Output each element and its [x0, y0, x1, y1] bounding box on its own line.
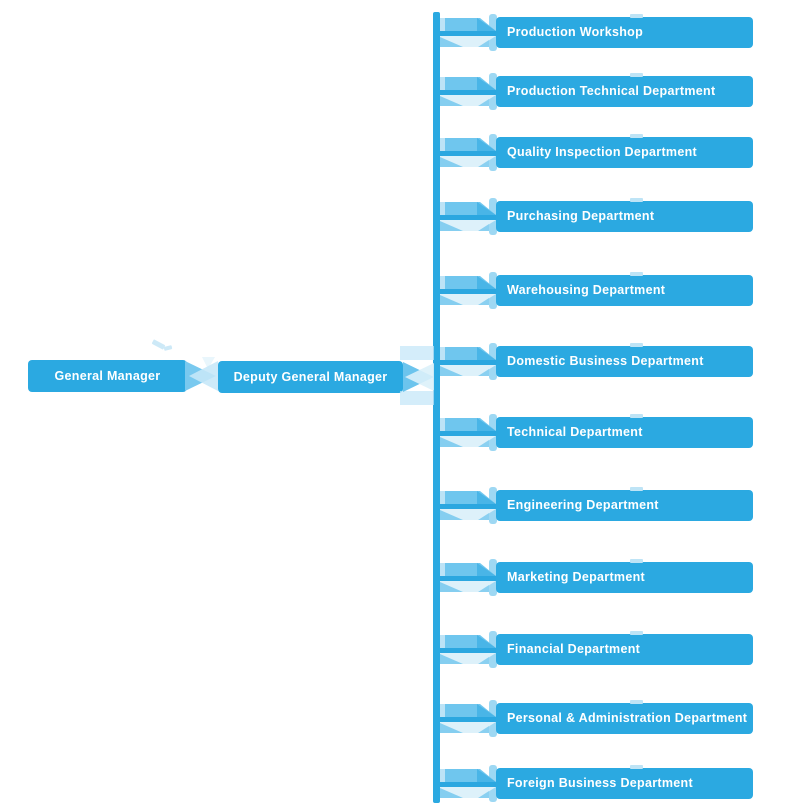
department-node: Technical Department: [496, 414, 762, 451]
connector-arrow-icon: [440, 631, 497, 668]
notch-decor: [629, 487, 643, 491]
connector-arrow-icon: [440, 700, 497, 737]
department-row: Warehousing Department: [433, 272, 773, 309]
connector-arrow-icon: [440, 414, 497, 451]
department-row: Production Technical Department: [433, 73, 773, 110]
department-node: Domestic Business Department: [496, 343, 762, 380]
department-row: Technical Department: [433, 414, 773, 451]
connector-arrow-icon: [185, 357, 218, 391]
department-node: Warehousing Department: [496, 272, 762, 309]
underline-decor: [554, 232, 757, 235]
connector-arrow-icon: [440, 73, 497, 110]
department-row: Financial Department: [433, 631, 773, 668]
department-node: Marketing Department: [496, 559, 762, 596]
notch-decor: [629, 559, 643, 563]
connector-arrow-icon: [440, 198, 497, 235]
department-node: Financial Department: [496, 631, 762, 668]
department-label: Quality Inspection Department: [507, 145, 697, 159]
connector-arrow-icon: [440, 14, 497, 51]
department-row: Production Workshop: [433, 14, 773, 51]
department-label: Technical Department: [507, 425, 643, 439]
department-node: Production Technical Department: [496, 73, 762, 110]
connector-arrow-icon: [440, 487, 497, 524]
department-label: Financial Department: [507, 642, 641, 656]
trunk-line: [433, 12, 440, 803]
underline-decor: [554, 799, 757, 802]
department-label: Production Technical Department: [507, 84, 716, 98]
department-row: Domestic Business Department: [433, 343, 773, 380]
underline-decor: [554, 448, 757, 451]
notch-decor: [629, 272, 643, 276]
department-row: Foreign Business Department: [433, 765, 773, 802]
notch-decor: [629, 198, 643, 202]
underline-decor: [554, 593, 757, 596]
underline-decor: [554, 521, 757, 524]
department-label: Foreign Business Department: [507, 776, 693, 790]
notch-decor: [629, 414, 643, 418]
department-node: Purchasing Department: [496, 198, 762, 235]
department-label: Marketing Department: [507, 570, 645, 584]
node-label: General Manager: [54, 369, 161, 383]
department-node: Quality Inspection Department: [496, 134, 762, 171]
underline-decor: [554, 48, 757, 51]
notch-decor: [629, 631, 643, 635]
department-row: Engineering Department: [433, 487, 773, 524]
notch-decor: [629, 14, 643, 18]
notch-decor: [629, 73, 643, 77]
department-row: Personal & Administration Department: [433, 700, 773, 737]
underline-decor: [554, 306, 757, 309]
connector-arrow-icon: [440, 765, 497, 802]
connector-arrow-icon: [440, 343, 497, 380]
department-node: Engineering Department: [496, 487, 762, 524]
department-row: Purchasing Department: [433, 198, 773, 235]
underline-decor: [554, 377, 757, 380]
department-node: Production Workshop: [496, 14, 762, 51]
node-general-manager: General Manager: [20, 360, 187, 397]
department-label: Personal & Administration Department: [507, 711, 748, 725]
decor-tick: [163, 345, 173, 351]
connector-arrow-icon: [440, 272, 497, 309]
node-label: Deputy General Manager: [233, 370, 388, 384]
department-node: Personal & Administration Department: [496, 700, 762, 737]
underline-decor: [554, 734, 757, 737]
node-deputy-general-manager: Deputy General Manager: [210, 354, 407, 401]
notch-decor: [629, 343, 643, 347]
department-label: Domestic Business Department: [507, 354, 704, 368]
underline-decor: [554, 168, 757, 171]
underline-decor: [554, 107, 757, 110]
underline-decor: [554, 665, 757, 668]
connector-arrow-icon: [400, 346, 434, 405]
department-row: Marketing Department: [433, 559, 773, 596]
department-label: Production Workshop: [507, 25, 644, 39]
department-label: Warehousing Department: [507, 283, 666, 297]
notch-decor: [629, 134, 643, 138]
notch-decor: [629, 765, 643, 769]
department-label: Purchasing Department: [507, 209, 655, 223]
notch-decor: [629, 700, 643, 704]
department-label: Engineering Department: [507, 498, 659, 512]
department-node: Foreign Business Department: [496, 765, 762, 802]
connector-arrow-icon: [440, 134, 497, 171]
department-row: Quality Inspection Department: [433, 134, 773, 171]
connector-arrow-icon: [440, 559, 497, 596]
